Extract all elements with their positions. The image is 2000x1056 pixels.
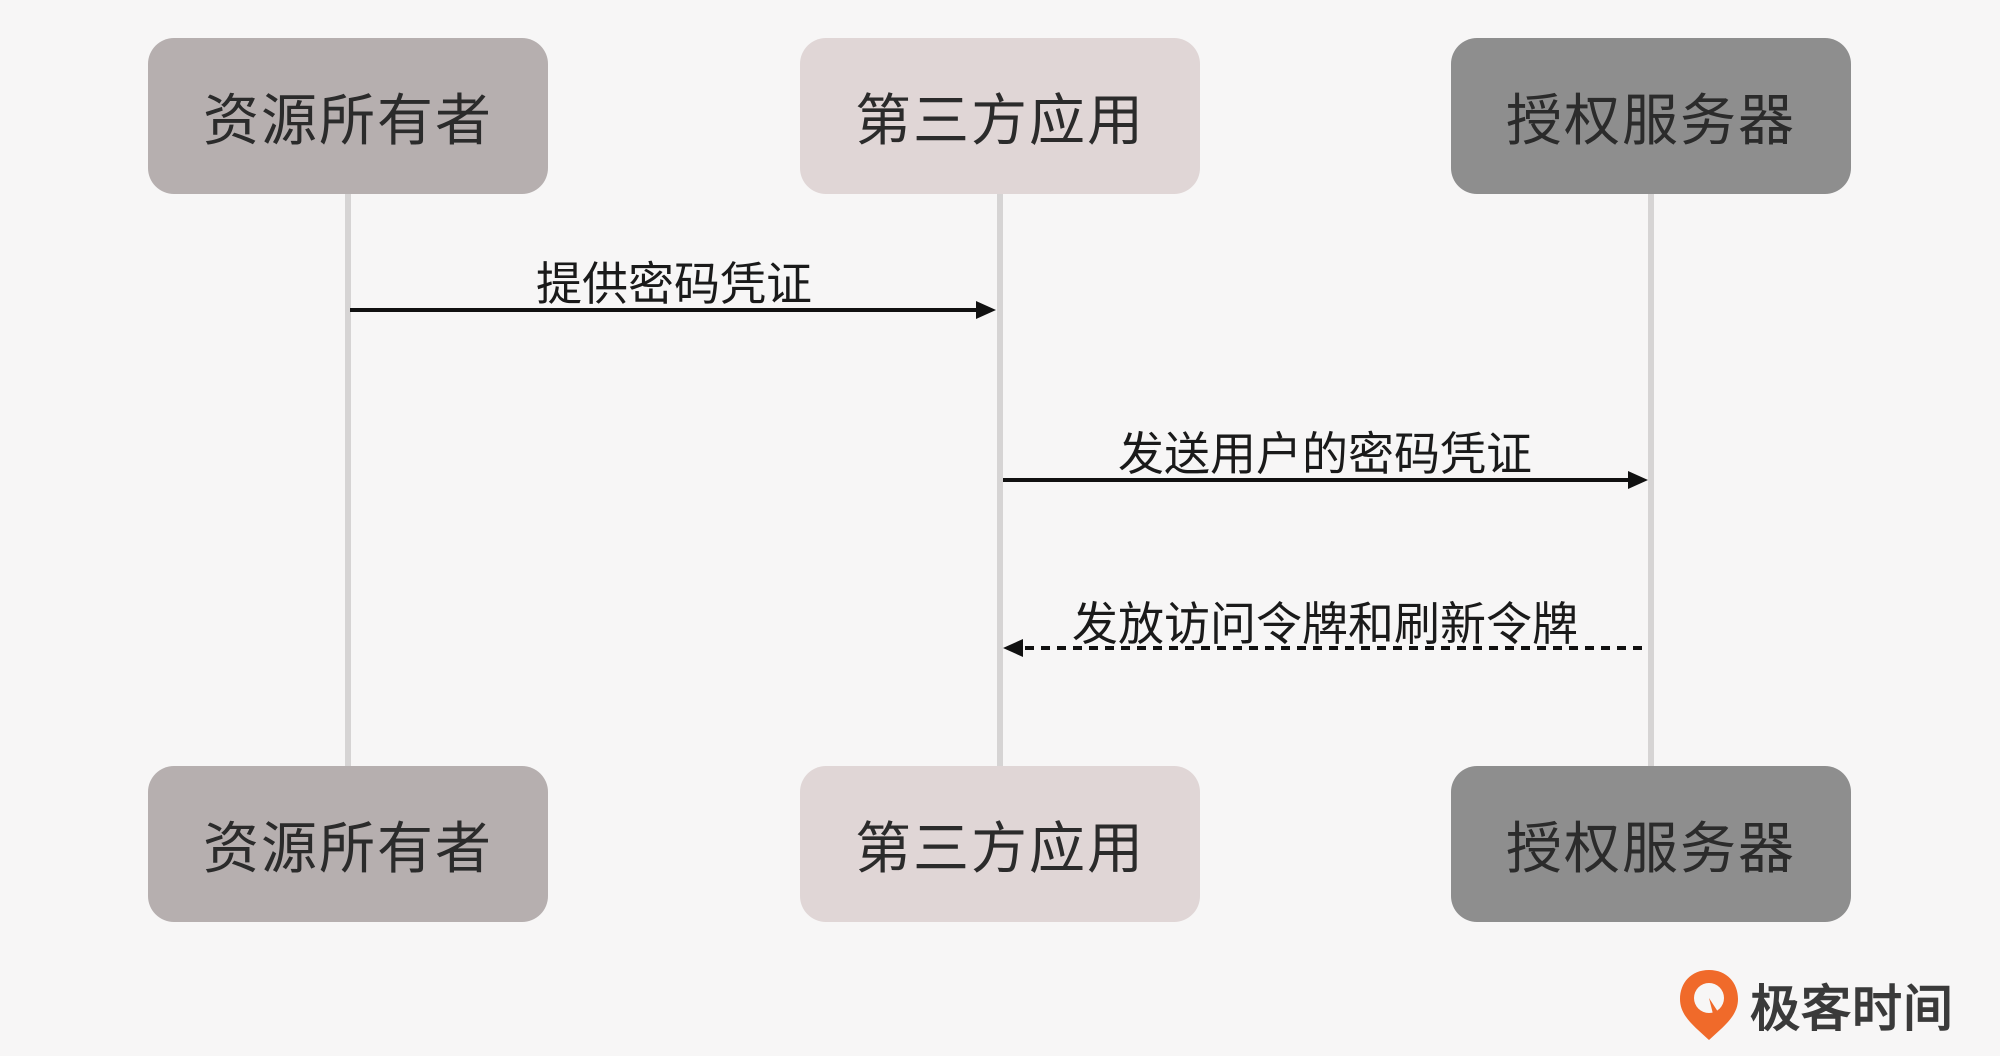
logo-text: 极客时间 (1750, 980, 1954, 1038)
participant-third-party-app-bottom: 第三方应用 (800, 766, 1200, 922)
message-label-2: 发送用户的密码凭证 (1118, 427, 1532, 481)
arrowhead-2 (1628, 471, 1648, 489)
arrowhead-1 (976, 301, 996, 319)
participant-auth-server-bottom: 授权服务器 (1451, 766, 1851, 922)
participant-auth-server-top: 授权服务器 (1451, 38, 1851, 194)
lifeline-resource-owner (345, 190, 351, 770)
lifeline-auth-server (1648, 190, 1654, 770)
geektime-logo-icon (1676, 966, 1742, 1044)
participant-resource-owner-top: 资源所有者 (148, 38, 548, 194)
lifeline-third-party-app (997, 190, 1003, 770)
message-label-3: 发放访问令牌和刷新令牌 (1072, 597, 1578, 651)
participant-resource-owner-bottom: 资源所有者 (148, 766, 548, 922)
arrowhead-3 (1003, 639, 1023, 657)
brand-logo: 极客时间 (1676, 966, 1954, 1044)
message-label-1: 提供密码凭证 (536, 257, 812, 311)
participant-third-party-app-top: 第三方应用 (800, 38, 1200, 194)
